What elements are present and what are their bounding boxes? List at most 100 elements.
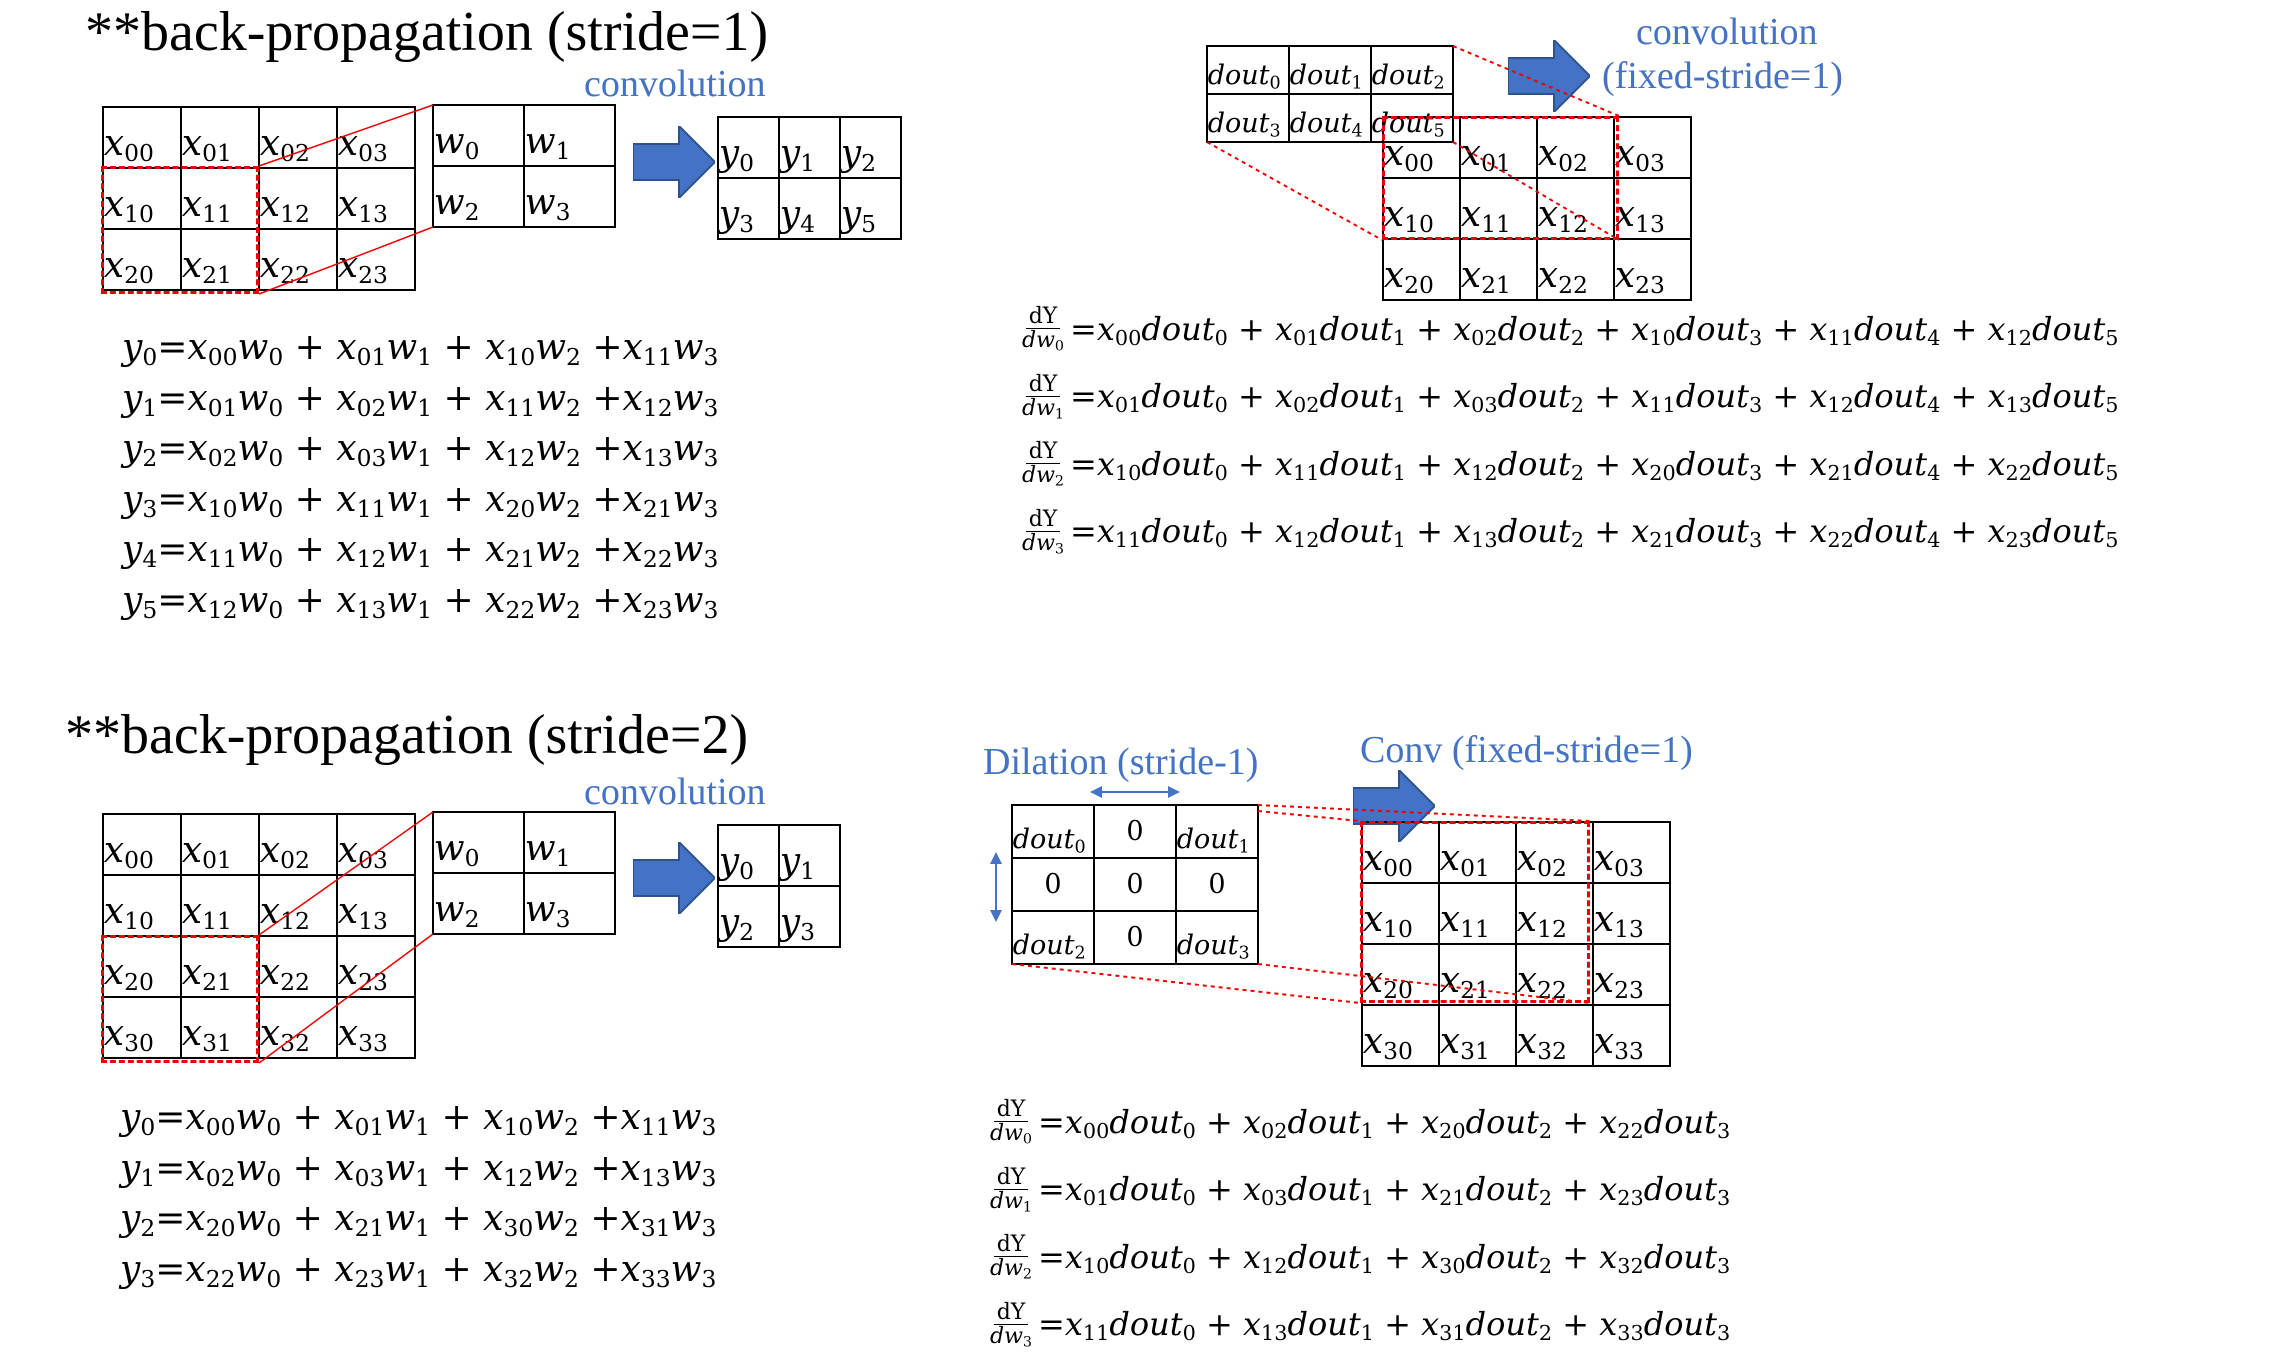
s2r-vertical-dilation-arrow: [990, 852, 1002, 922]
s2-x-cell: x30: [101, 995, 183, 1060]
s1r-x-cell: x00: [1381, 115, 1462, 180]
equation-line: y2=x20w0 + x21w1 + x30w2 +x31w3: [120, 1198, 717, 1242]
s1r-conv-label-1: convolution: [1636, 11, 1818, 53]
s1r-conv-label-2: (fixed-stride=1): [1602, 55, 1843, 97]
s1-x-cell: x01: [179, 105, 261, 170]
s2r-dilated-cell: 0: [1092, 856, 1178, 913]
s2r-dilated-cell: 0: [1010, 856, 1096, 913]
s1-x-cell: x21: [179, 227, 261, 292]
s2-y-cell: y2: [716, 884, 781, 949]
equation-line: y1=x02w0 + x03w1 + x12w2 +x13w3: [120, 1147, 717, 1192]
s1r-x-cell: x12: [1535, 176, 1616, 241]
s1r-x-cell: x10: [1381, 176, 1462, 241]
s1-x-cell: x13: [335, 166, 417, 231]
s2r-x-cell: x12: [1514, 881, 1595, 946]
s1-x-cell: x23: [335, 227, 417, 292]
s1-x-cell: x02: [257, 105, 339, 170]
s1-y-cell: y3: [716, 176, 781, 241]
s1-w-cell: w0: [431, 103, 526, 168]
s2-w-cell: w3: [522, 871, 617, 936]
s2r-x-cell: x01: [1437, 820, 1518, 885]
s1-y-cell: y1: [777, 115, 842, 180]
s2r-x-cell: x03: [1591, 820, 1672, 885]
equation-line: y1=x01w0 + x02w1 + x11w2 +x12w3: [122, 377, 719, 422]
s2-x-cell: x12: [257, 873, 339, 938]
equation-line: y5=x12w0 + x13w1 + x22w2 +x23w3: [122, 579, 719, 624]
s2-x-cell: x01: [179, 812, 261, 877]
s1-arrow: [633, 126, 715, 198]
section2-conv-label: convolution: [584, 771, 766, 813]
equation-line: y2=x02w0 + x03w1 + x12w2 +x13w3: [122, 428, 719, 472]
s1-w-cell: w3: [522, 164, 617, 229]
s2-y-cell: y0: [716, 823, 781, 888]
s2r-x-cell: x00: [1360, 820, 1441, 885]
s2-x-cell: x02: [257, 812, 339, 877]
s2-x-cell: x11: [179, 873, 261, 938]
s1-y-cell: y0: [716, 115, 781, 180]
s2r-dilated-cell: 0: [1174, 856, 1260, 913]
s1-x-cell: x10: [101, 166, 183, 231]
s2r-x-cell: x33: [1591, 1003, 1672, 1068]
s1r-x-cell: x03: [1612, 115, 1693, 180]
equation-line: y0=x00w0 + x01w1 + x10w2 +x11w3: [122, 327, 719, 371]
s1-x-cell: x03: [335, 105, 417, 170]
s1r-arrow: [1508, 40, 1590, 112]
s2-x-cell: x20: [101, 934, 183, 999]
s1-y-cell: y4: [777, 176, 842, 241]
s2r-x-cell: x30: [1360, 1003, 1441, 1068]
s1r-dout-cell: dout1: [1287, 44, 1373, 96]
s1r-x-cell: x21: [1458, 237, 1539, 302]
s2r-dilated-cell: 0: [1092, 909, 1178, 966]
s2-x-cell: x31: [179, 995, 261, 1060]
s2r-x-cell: x32: [1514, 1003, 1595, 1068]
s2-y-cell: y1: [777, 823, 842, 888]
s1-x-cell: x20: [101, 227, 183, 292]
s2r-dilated-cell: dout0: [1010, 803, 1096, 860]
s2-x-cell: x13: [335, 873, 417, 938]
s2r-dilated-cell: dout1: [1174, 803, 1260, 860]
s2-w-cell: w1: [522, 810, 617, 875]
s2-x-cell: x21: [179, 934, 261, 999]
equation-line: y3=x22w0 + x23w1 + x32w2 +x33w3: [120, 1248, 717, 1293]
s2r-x-cell: x11: [1437, 881, 1518, 946]
s1r-dout-cell: dout3: [1205, 92, 1291, 144]
s2-w-cell: w2: [431, 871, 526, 936]
s1-y-cell: y2: [838, 115, 903, 180]
s2-x-cell: x10: [101, 873, 183, 938]
s1r-x-cell: x01: [1458, 115, 1539, 180]
equation-line: y3=x10w0 + x11w1 + x20w2 +x21w3: [122, 478, 719, 523]
s1-x-cell: x12: [257, 166, 339, 231]
s1-x-cell: x11: [179, 166, 261, 231]
s1r-x-cell: x11: [1458, 176, 1539, 241]
s2r-horizontal-dilation-arrow: [1090, 786, 1180, 798]
s2-arrow: [633, 842, 715, 914]
section2-title: **back-propagation (stride=2): [65, 704, 749, 766]
equation-line: y4=x11w0 + x12w1 + x21w2 +x22w3: [122, 529, 719, 573]
s2r-x-cell: x23: [1591, 942, 1672, 1007]
s2r-x-cell: x20: [1360, 942, 1441, 1007]
s2-w-cell: w0: [431, 810, 526, 875]
s2r-x-cell: x13: [1591, 881, 1672, 946]
s2r-x-cell: x22: [1514, 942, 1595, 1007]
